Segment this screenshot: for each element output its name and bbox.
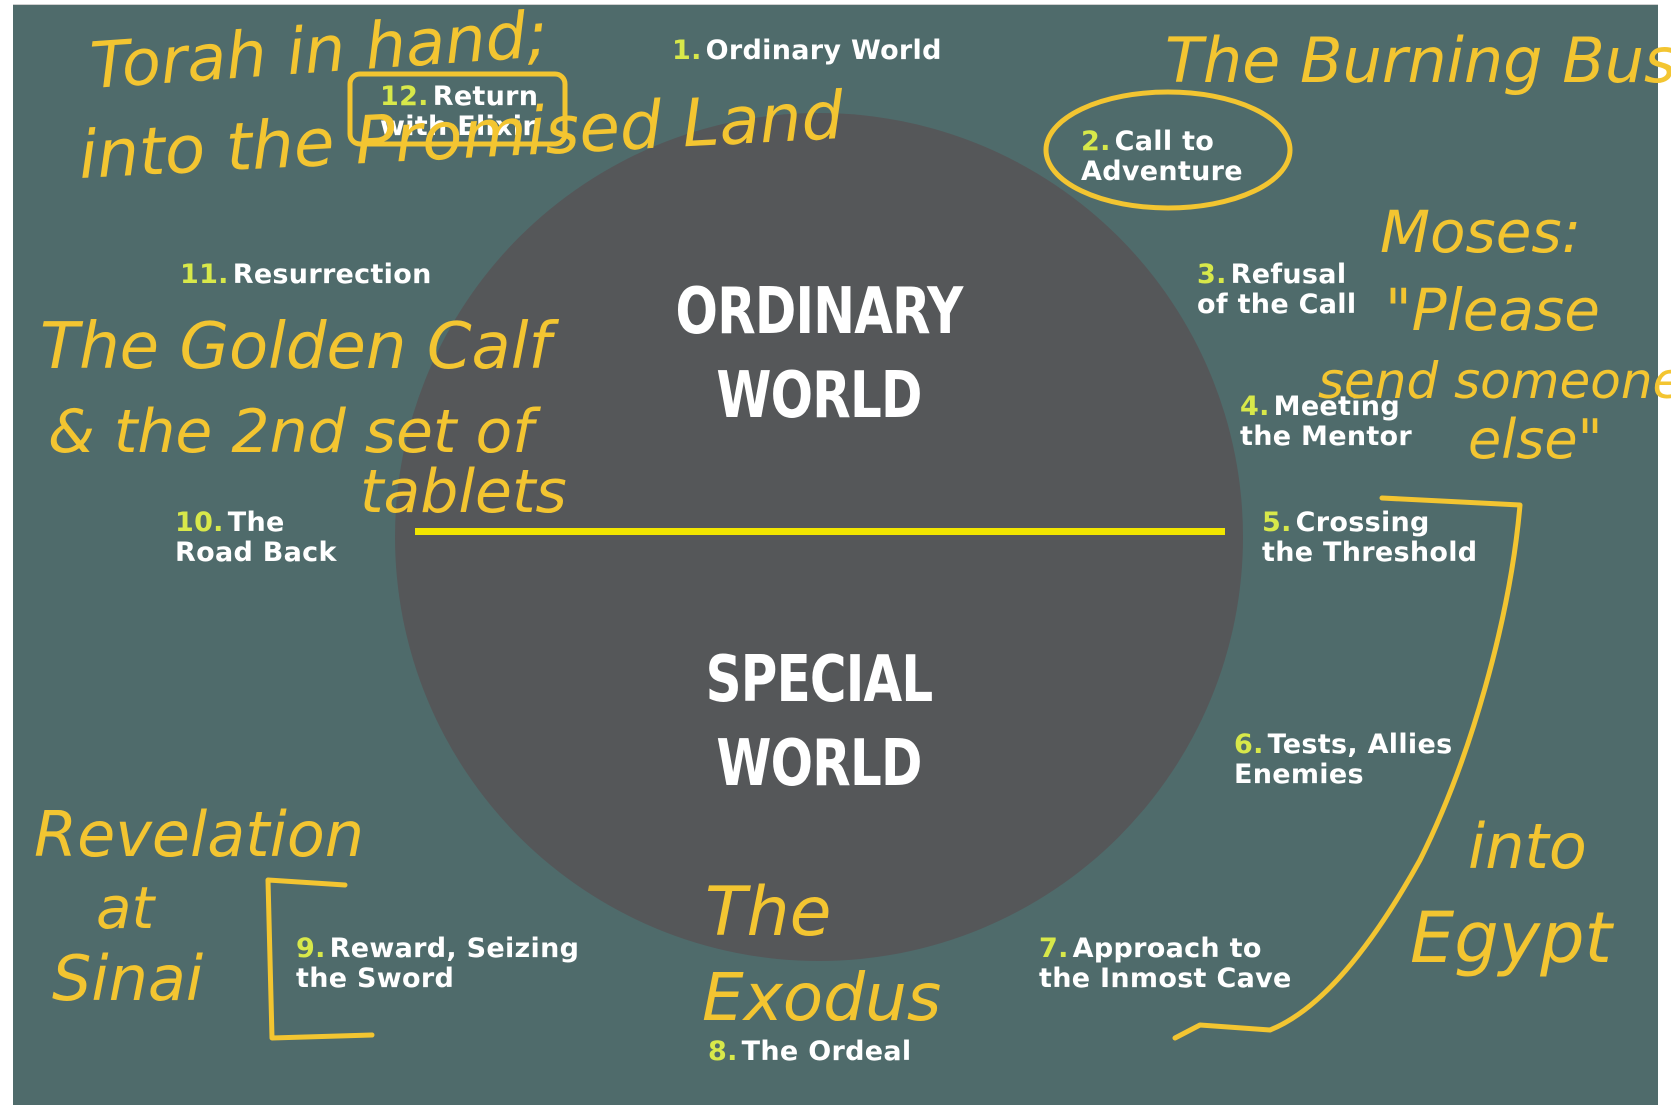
stage-number: 6. [1234, 729, 1264, 760]
stage-label: Resurrection [232, 259, 432, 290]
stage-7: 7.Approach to the Inmost Cave [1039, 934, 1292, 994]
stage-label: Crossing the Threshold [1262, 507, 1478, 568]
stage-number: 10. [175, 507, 224, 538]
stage-1: 1.Ordinary World [672, 36, 942, 66]
stage-label: Ordinary World [705, 35, 942, 66]
stage-label: Approach to the Inmost Cave [1039, 933, 1292, 994]
worlds-circle [395, 113, 1243, 961]
stage-label: The Ordeal [741, 1036, 912, 1067]
stage-2: 2.Call to Adventure [1081, 127, 1243, 187]
stage-label: Refusal of the Call [1197, 259, 1357, 320]
stage-11: 11.Resurrection [180, 260, 432, 290]
special-world-line-2: WORLD [716, 727, 922, 801]
stage-4: 4.Meeting the Mentor [1240, 392, 1412, 452]
stage-label: Meeting the Mentor [1240, 391, 1413, 452]
stage-number: 8. [708, 1036, 738, 1067]
stage-8: 8.The Ordeal [708, 1037, 911, 1067]
stage-6: 6.Tests, Allies Enemies [1234, 730, 1452, 790]
ordinary-world-label: ORDINARY WORLD [585, 270, 1053, 438]
stage-label: The Road Back [175, 507, 337, 568]
stage-number: 4. [1240, 391, 1270, 422]
stage-9: 9.Reward, Seizing the Sword [296, 934, 579, 994]
stage-number: 3. [1197, 259, 1227, 290]
special-world-label: SPECIAL WORLD [585, 638, 1053, 806]
special-world-line-1: SPECIAL [705, 643, 934, 717]
stage-5: 5.Crossing the Threshold [1262, 508, 1477, 568]
stage-number: 1. [672, 35, 702, 66]
stage-12: 12.Return with Elixir [380, 82, 538, 142]
ordinary-world-line-1: ORDINARY [675, 275, 964, 349]
stage-label: Tests, Allies Enemies [1234, 729, 1453, 790]
stage-number: 9. [296, 933, 326, 964]
stage-number: 2. [1081, 126, 1111, 157]
stage-number: 7. [1039, 933, 1069, 964]
stage-number: 12. [380, 81, 429, 112]
stage-number: 11. [180, 259, 229, 290]
stage-label: Reward, Seizing the Sword [296, 933, 580, 994]
stage-10: 10.The Road Back [175, 508, 337, 568]
ordinary-world-line-2: WORLD [716, 359, 922, 433]
stage-number: 5. [1262, 507, 1292, 538]
threshold-divider [415, 528, 1225, 535]
stage-3: 3.Refusal of the Call [1197, 260, 1356, 320]
